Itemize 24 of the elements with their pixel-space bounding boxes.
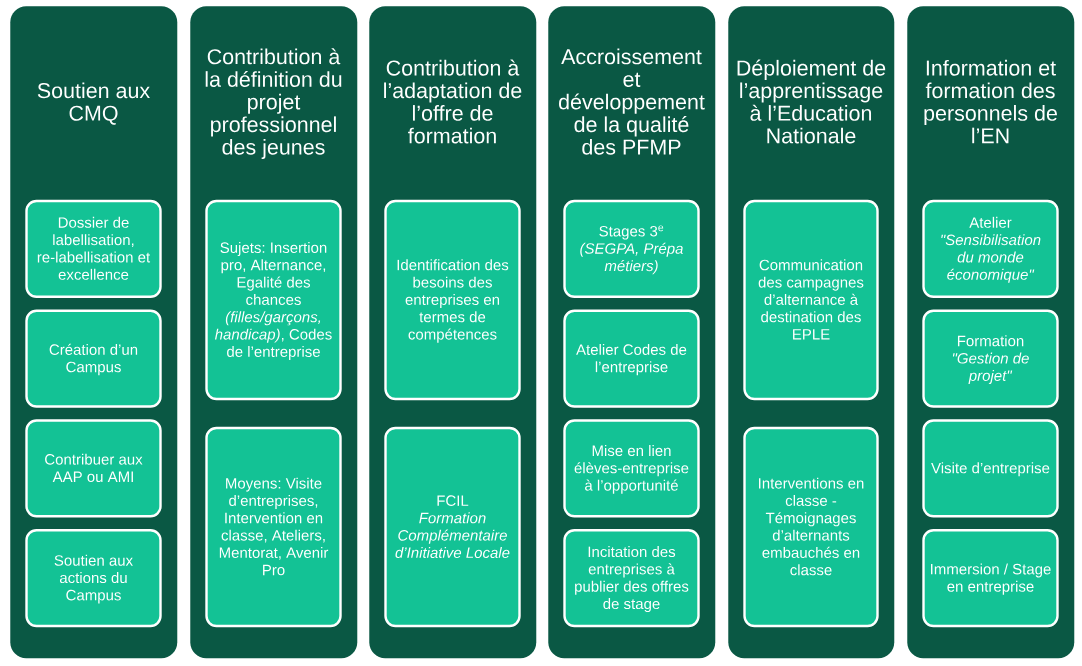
action-box: Immersion / Stage en entreprise <box>922 529 1059 628</box>
column-heading: Contribution à la définition du projet professionnel des jeunes <box>205 48 342 159</box>
action-box: Stages 3$^{e}$ (SEGPA, Prépa métiers) <box>563 199 700 298</box>
column-heading: Déploiement de l’apprentissage à l’Education Nationale <box>737 59 886 144</box>
action-box: Moyens: Visite d’entreprises, Intervention en classe, Ateliers, Mentorat, Avenir Pro <box>205 426 342 628</box>
action-box: Visite d’entreprise <box>922 419 1059 518</box>
action-box: Sujets: Insertion pro, Alternance, Egalité des chances (filles/garçons, handicap), Codes de l’entreprise <box>205 199 342 401</box>
action-box: Incitation des entreprises à publier des offres de stage <box>563 529 700 628</box>
column-heading: Accroissement et développement de la qualité des PFMP <box>559 48 705 155</box>
column-heading: Contribution à l’adaptation de l’offre de formation <box>384 59 522 144</box>
action-box: Formation "Gestion de projet" <box>922 309 1059 408</box>
column-heading: Information et formation des personnels de l’EN <box>924 59 1057 144</box>
action-box: Mise en lien élèves-entreprise à l’opportunité <box>563 419 700 518</box>
action-box: Communication des campagnes d’alternance à destination des EPLE <box>743 199 879 401</box>
action-box: FCIL Formation Complémentaire d’Initiative Locale <box>384 426 521 628</box>
action-box: Identification des besoins des entreprises en termes de compétences <box>384 199 521 401</box>
action-box: Dossier de labellisation, re-labellisation et excellence <box>25 199 162 298</box>
action-box: Interventions en classe - Témoignages d’alternants embauchés en classe <box>743 426 879 628</box>
action-box: Atelier Codes de l’entreprise <box>563 309 700 408</box>
action-box: Soutien aux actions du Campus <box>25 529 162 628</box>
column-heading: Soutien aux CMQ <box>37 82 150 125</box>
action-box: Contribuer aux AAP ou AMI <box>25 419 162 518</box>
action-box: Atelier "Sensibilisation du monde économique" <box>922 199 1059 298</box>
action-box: Création d’un Campus <box>25 309 162 408</box>
